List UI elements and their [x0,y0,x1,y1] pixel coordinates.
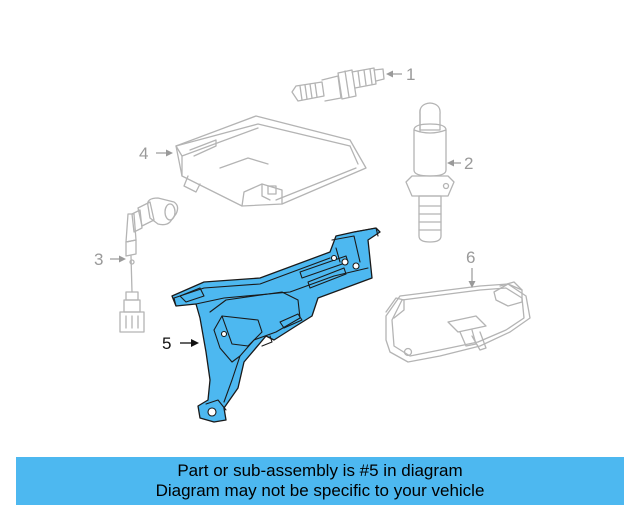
callout-1: 1 [386,65,415,84]
callout-1-label: 1 [406,65,415,84]
position-sensor-part [119,197,179,333]
callout-2-label: 2 [464,154,473,173]
callout-4: 4 [139,144,173,163]
callout-4-label: 4 [139,144,148,163]
callout-5-label: 5 [162,334,171,353]
callout-6: 6 [466,248,476,288]
spark-plug-part [291,67,385,102]
control-module-part [175,115,367,207]
callout-3-label: 3 [94,250,103,269]
banner-line-2: Diagram may not be specific to your vehi… [155,481,485,500]
callout-3: 3 [94,250,126,269]
parts-diagram: 1 2 4 [94,65,531,423]
callout-6-label: 6 [466,248,475,267]
callout-5: 5 [162,334,199,353]
info-banner: Part or sub-assembly is #5 in diagram Di… [16,457,624,505]
banner-line-1: Part or sub-assembly is #5 in diagram [177,461,463,480]
cover-plate-part [385,281,531,363]
callout-2: 2 [447,154,473,173]
solenoid-part [405,102,455,243]
mounting-bracket-part[interactable] [171,227,381,423]
